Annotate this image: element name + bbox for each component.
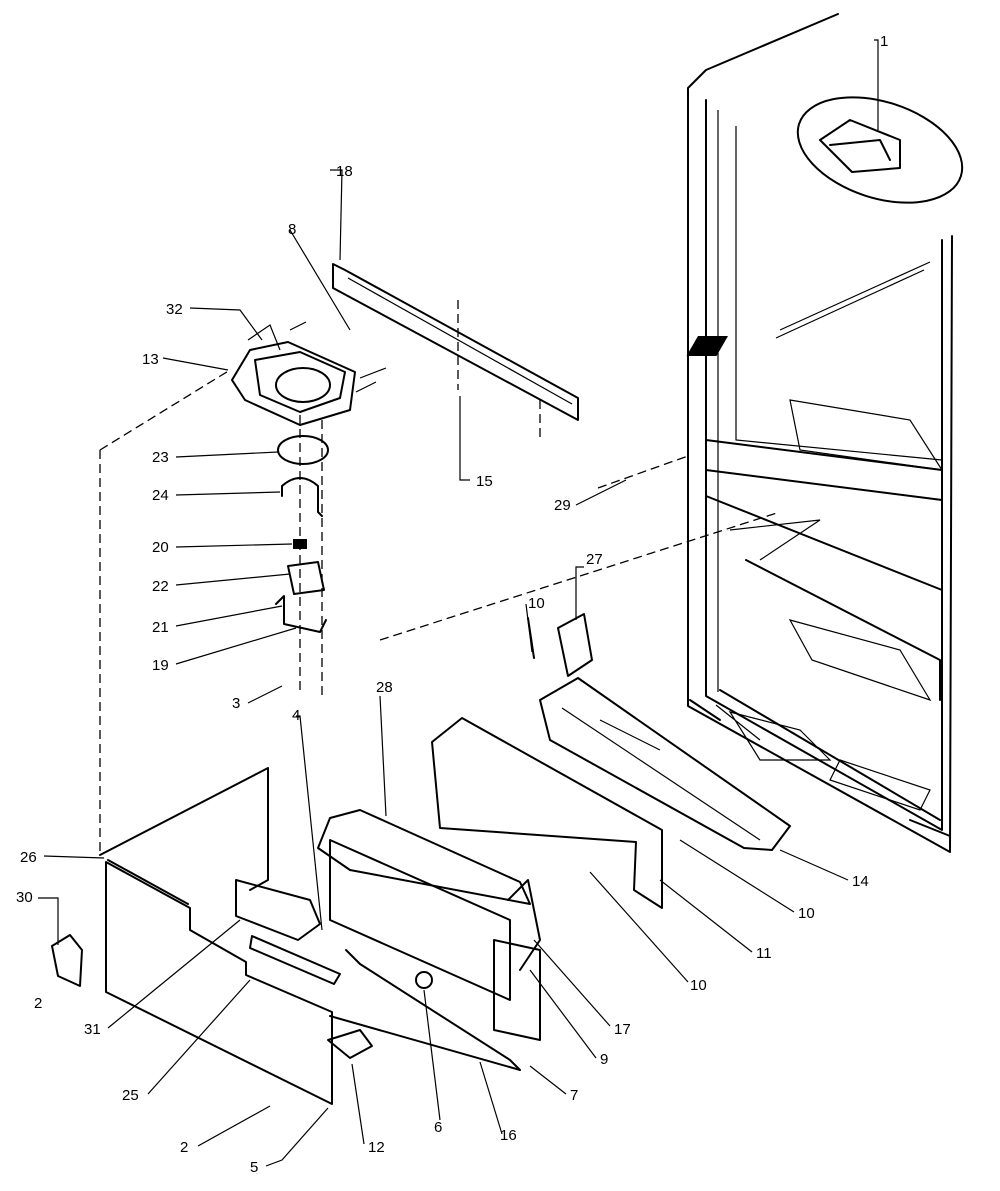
callout-1: 1 bbox=[880, 33, 888, 50]
callout-18: 18 bbox=[336, 163, 353, 180]
front-panel-assembly bbox=[51, 369, 341, 1105]
callout-labels: 1 2 2 3 4 5 6 7 8 9 10 10 10 11 12 13 14… bbox=[16, 33, 888, 1176]
callout-14: 14 bbox=[852, 873, 869, 890]
callout-12: 12 bbox=[368, 1139, 385, 1156]
callout-24: 24 bbox=[152, 487, 169, 504]
callout-13: 13 bbox=[142, 351, 159, 368]
callout-23: 23 bbox=[152, 449, 169, 466]
callout-3: 3 bbox=[232, 695, 240, 712]
callout-5: 5 bbox=[250, 1159, 258, 1176]
callout-2: 2 bbox=[34, 995, 42, 1012]
machine-compartment bbox=[317, 677, 791, 1071]
callout-10: 10 bbox=[690, 977, 707, 994]
callout-28: 28 bbox=[376, 679, 393, 696]
callout-29: 29 bbox=[554, 497, 571, 514]
callout-10: 10 bbox=[798, 905, 815, 922]
callout-21: 21 bbox=[152, 619, 169, 636]
callout-2: 2 bbox=[180, 1139, 188, 1156]
callout-6: 6 bbox=[434, 1119, 442, 1136]
callout-22: 22 bbox=[152, 578, 169, 595]
callout-26: 26 bbox=[20, 849, 37, 866]
callout-32: 32 bbox=[166, 301, 183, 318]
callout-16: 16 bbox=[500, 1127, 517, 1144]
callout-20: 20 bbox=[152, 539, 169, 556]
base-bracket bbox=[527, 613, 593, 677]
callout-25: 25 bbox=[122, 1087, 139, 1104]
callout-30: 30 bbox=[16, 889, 33, 906]
rear-duct-cover bbox=[332, 263, 579, 440]
callout-19: 19 bbox=[152, 657, 169, 674]
callout-leaders bbox=[38, 39, 879, 1167]
callout-17: 17 bbox=[614, 1021, 631, 1038]
callout-11: 11 bbox=[756, 945, 772, 962]
callout-4: 4 bbox=[292, 707, 300, 724]
callout-9: 9 bbox=[600, 1051, 608, 1068]
callout-7: 7 bbox=[570, 1087, 578, 1104]
callout-10: 10 bbox=[528, 595, 545, 612]
callout-15: 15 bbox=[476, 473, 493, 490]
callout-31: 31 bbox=[84, 1021, 101, 1038]
callout-27: 27 bbox=[586, 551, 603, 568]
refrigerator-cabinet bbox=[379, 13, 964, 853]
evaporator-fan-assembly bbox=[231, 321, 387, 700]
callout-8: 8 bbox=[288, 221, 296, 238]
